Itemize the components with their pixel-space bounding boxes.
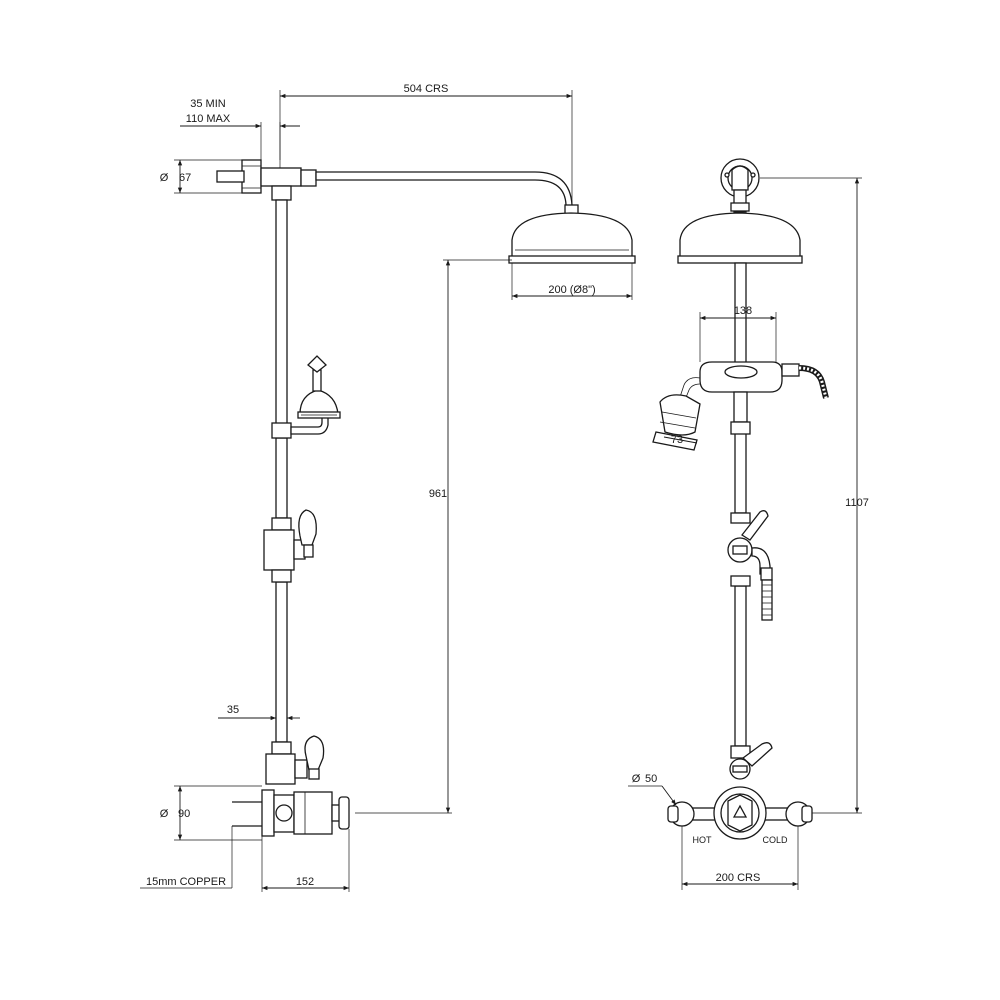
dim-200-label: 200 (Ø8")	[548, 284, 595, 296]
shower-arm	[260, 167, 573, 213]
dim-961: 961	[355, 259, 512, 814]
dim-67-label: 67	[179, 172, 191, 184]
dim-90-label: 90	[178, 808, 190, 820]
dim-152-label: 152	[296, 876, 314, 888]
copper-label: 15mm COPPER	[146, 876, 226, 888]
diverter-front	[727, 510, 773, 621]
dim-73: 73	[663, 434, 698, 446]
top-bracket	[720, 158, 760, 213]
diameter-symbol-3: Ø	[632, 773, 641, 785]
handset-holder	[699, 361, 800, 435]
diameter-symbol: Ø	[160, 172, 169, 184]
dim-504-label: 504 CRS	[404, 83, 449, 95]
front-view: 138 73	[628, 158, 869, 890]
rain-head-side	[508, 204, 636, 264]
dim-50: Ø 50	[628, 773, 677, 806]
dim-head-width: 200 (Ø8")	[511, 263, 633, 300]
dim-35-label: 35	[227, 704, 239, 716]
dim-200-crs: 200 CRS	[681, 826, 799, 890]
dim-138-label: 138	[734, 305, 752, 317]
dim-35: 35	[218, 704, 300, 742]
cold-label: COLD	[762, 835, 788, 845]
side-view: 504 CRS 35 MIN 110 MAX Ø 67 200 (Ø8")	[140, 83, 636, 892]
dim-200-crs-label: 200 CRS	[716, 872, 761, 884]
front-riser	[734, 262, 747, 747]
dim-1107: 1107	[760, 177, 869, 814]
diverter-side	[263, 509, 317, 583]
dim-138: 138	[699, 305, 777, 362]
dim-50-label: 50	[645, 773, 657, 785]
rain-head-front	[677, 212, 803, 264]
hose	[678, 365, 829, 401]
dim-1107-label: 1107	[845, 497, 869, 509]
hot-label: HOT	[693, 835, 713, 845]
valve-front: HOT COLD	[667, 742, 813, 845]
dim-35-min-label: 35 MIN	[190, 98, 226, 110]
valve-side	[232, 735, 350, 837]
riser-pipe	[275, 199, 288, 743]
handset-side	[271, 355, 341, 439]
copper-inlet-leader: 15mm COPPER	[140, 826, 233, 889]
wall-flange	[216, 159, 262, 194]
dim-504: 504 CRS	[279, 83, 573, 205]
dim-152: 152	[261, 829, 350, 892]
diameter-symbol-2: Ø	[160, 808, 169, 820]
dim-wall-projection: 35 MIN 110 MAX	[180, 98, 300, 160]
dim-flange-diameter: Ø 67	[160, 159, 242, 194]
dim-body-diameter: Ø 90	[160, 785, 262, 841]
dim-73-label: 73	[671, 434, 683, 446]
dim-961-label: 961	[429, 488, 447, 500]
dim-110-max-label: 110 MAX	[186, 113, 231, 125]
handset-head	[652, 394, 701, 451]
